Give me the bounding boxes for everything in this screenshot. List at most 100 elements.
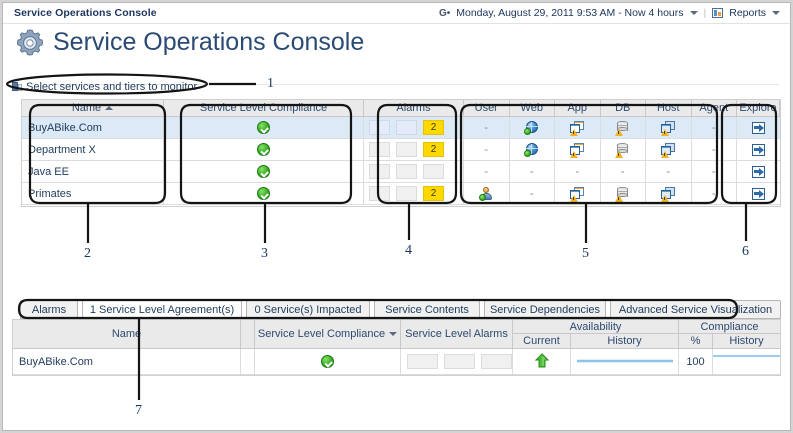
callout-1: 1 [267,76,274,91]
app-tier-window-icon[interactable] [569,142,585,158]
column-header-tier-web[interactable]: Web [509,100,555,117]
explore-icon[interactable] [752,187,765,200]
cell-text: Web [520,102,543,114]
reports-chevron-down-icon[interactable] [772,11,780,15]
service-name-cell[interactable]: Primates [22,183,164,205]
explore-cell[interactable] [737,139,780,161]
host-tier-server-icon[interactable] [660,142,676,158]
alarm-severity-box[interactable] [369,186,390,201]
tier-cell-host[interactable] [646,117,692,139]
availability-up-arrow-icon [534,352,549,371]
column-header-compliance-history[interactable]: History [713,334,780,349]
cell-text: User [474,102,498,114]
alarm-severity-box[interactable] [369,120,390,135]
detail-tab-2[interactable]: 0 Service(s) Impacted [246,300,370,319]
tier-cell-host[interactable] [646,183,692,205]
host-tier-server-icon[interactable] [660,186,676,202]
service-level-compliance-cell [164,117,364,139]
column-header-name[interactable]: Name [22,100,164,117]
alarm-severity-box[interactable] [396,120,417,135]
detail-tab-0[interactable]: Alarms [20,300,78,319]
app-tier-window-icon[interactable] [569,186,585,202]
alarms-cell[interactable]: 2 [364,139,464,161]
detail-name-cell[interactable]: BuyABike.Com [13,349,241,375]
alarm-severity-box[interactable] [444,354,475,369]
column-header-tier-db[interactable]: DB [600,100,646,117]
tier-cell-user[interactable] [464,183,510,205]
alarm-severity-box[interactable] [396,142,417,157]
web-tier-globe-icon[interactable] [524,142,539,157]
time-range-label[interactable]: Monday, August 29, 2011 9:53 AM - Now 4 … [456,7,684,19]
column-header-name[interactable]: Name [13,320,241,349]
column-header-tier-app[interactable]: App [555,100,601,117]
alarms-cell[interactable]: 2 [364,183,464,205]
alarm-severity-box[interactable] [369,164,390,179]
column-header-service-level-compliance[interactable]: Service Level Compliance [164,100,364,117]
column-header-tier-host[interactable]: Host [646,100,692,117]
time-range-chevron-down-icon[interactable] [689,11,698,15]
db-tier-database-icon[interactable] [615,120,630,136]
column-header-tier-agent[interactable]: Agent [691,100,737,117]
alarm-count: 2 [430,144,437,155]
select-services-icon[interactable] [12,81,22,92]
alarm-severity-box[interactable] [407,354,438,369]
alarm-count-badge[interactable]: 2 [423,120,444,135]
alarms-cell[interactable] [364,161,464,183]
select-services-label[interactable]: Select services and tiers to monitor [26,80,198,93]
service-name-cell[interactable]: Java EE [22,161,164,183]
tier-cell-app[interactable] [555,183,601,205]
tier-cell-db[interactable] [600,117,646,139]
column-header-availability-history[interactable]: History [571,334,679,349]
tier-cell-app[interactable] [555,139,601,161]
explore-cell[interactable] [737,117,780,139]
detail-tab-label: Service Contents [385,303,469,316]
explore-icon[interactable] [752,165,765,178]
column-header-service-level-alarms[interactable]: Service Level Alarms [401,320,513,349]
alarm-count-badge[interactable]: 2 [423,186,444,201]
select-services-row[interactable]: Select services and tiers to monitor [12,79,252,94]
explore-cell[interactable] [737,183,780,205]
alarm-count-badge[interactable]: 2 [423,142,444,157]
tier-cell-web[interactable] [509,139,555,161]
tier-cell-web[interactable] [509,117,555,139]
detail-tab-5[interactable]: Advanced Service Visualization [610,300,781,319]
db-tier-database-icon[interactable] [615,142,630,158]
column-header-service-level-compliance[interactable]: Service Level Compliance [255,320,401,349]
column-header-availability-current[interactable]: Current [513,334,571,349]
column-header-compliance-percent[interactable]: % [679,334,713,349]
explore-icon[interactable] [752,143,765,156]
web-tier-globe-icon[interactable] [524,120,539,135]
alarm-severity-box[interactable] [481,354,512,369]
sort-descending-icon[interactable] [389,332,398,336]
alarm-severity-box[interactable] [396,164,417,179]
tier-cell-agent: - [691,117,737,139]
column-header-alarms[interactable]: Alarms [364,100,464,117]
cell-text: Department X [28,143,96,156]
reports-label[interactable]: Reports [729,7,766,19]
detail-service-level-alarms-cell[interactable] [401,349,513,375]
detail-tab-4[interactable]: Service Dependencies [484,300,606,319]
app-tier-window-icon[interactable] [569,120,585,136]
detail-tab-1[interactable]: 1 Service Level Agreement(s) [82,300,242,319]
alarm-severity-box[interactable] [423,164,444,179]
detail-tab-3[interactable]: Service Contents [374,300,480,319]
host-tier-server-icon[interactable] [660,120,676,136]
db-tier-database-icon[interactable] [615,186,630,202]
alarm-severity-box[interactable] [396,186,417,201]
tier-cell-app[interactable] [555,117,601,139]
tier-cell-host[interactable] [646,139,692,161]
sparkline [713,351,780,363]
sort-ascending-icon[interactable] [105,106,114,110]
alarm-severity-box[interactable] [369,142,390,157]
cell-text: BuyABike.Com [19,355,93,368]
explore-icon[interactable] [752,121,765,134]
alarms-cell[interactable]: 2 [364,117,464,139]
column-header-tier-user[interactable]: User [464,100,510,117]
explore-cell[interactable] [737,161,780,183]
tier-cell-db[interactable] [600,139,646,161]
user-tier-person-icon[interactable] [478,186,494,201]
service-name-cell[interactable]: Department X [22,139,164,161]
tier-cell-db[interactable] [600,183,646,205]
service-name-cell[interactable]: BuyABike.Com [22,117,164,139]
